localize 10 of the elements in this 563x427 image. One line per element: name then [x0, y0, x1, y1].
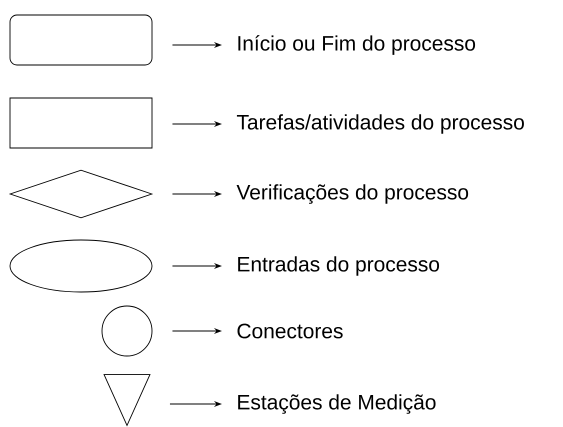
legend-text: Início ou Fim do processo — [238, 35, 476, 55]
input-ellipse — [10, 240, 152, 292]
process-box — [10, 98, 152, 148]
legend-text: Conectores — [238, 324, 343, 338]
legend-text: Entradas do processo — [238, 256, 440, 276]
legend-text: Estações de Medição — [238, 394, 436, 414]
legend-text: Verificações do processo — [236, 184, 468, 204]
legend-text: Tarefas/atividades do processo — [236, 114, 524, 134]
rounded-box — [10, 14, 152, 66]
connector-circle — [102, 306, 152, 356]
